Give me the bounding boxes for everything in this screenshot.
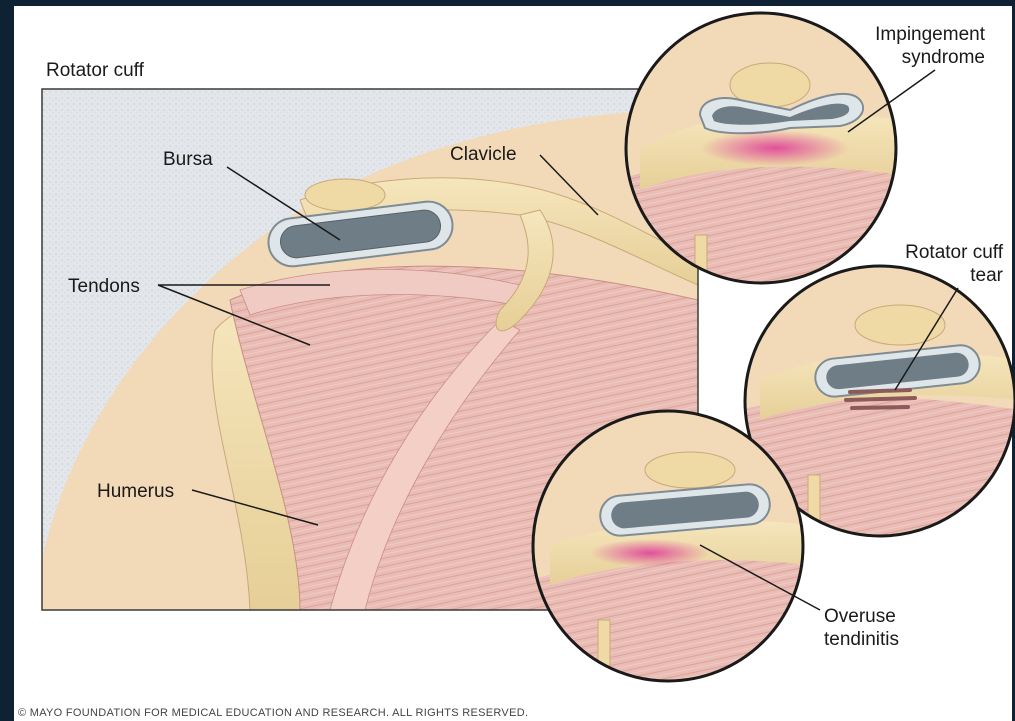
label-impingement-line2: syndrome — [902, 47, 985, 68]
label-tear-line2: tear — [970, 265, 1003, 286]
label-impingement-line1: Impingement — [875, 24, 986, 45]
copyright-notice: © MAYO FOUNDATION FOR MEDICAL EDUCATION … — [18, 707, 528, 719]
label-tendons: Tendons — [68, 276, 140, 297]
label-tendinitis-line1: Overuse — [824, 606, 896, 627]
label-tendinitis-line2: tendinitis — [824, 629, 899, 650]
label-bursa: Bursa — [163, 149, 213, 170]
label-humerus: Humerus — [97, 481, 174, 502]
label-clavicle: Clavicle — [450, 144, 517, 165]
label-tear-line1: Rotator cuff — [905, 242, 1004, 263]
figure-title: Rotator cuff — [46, 60, 145, 81]
